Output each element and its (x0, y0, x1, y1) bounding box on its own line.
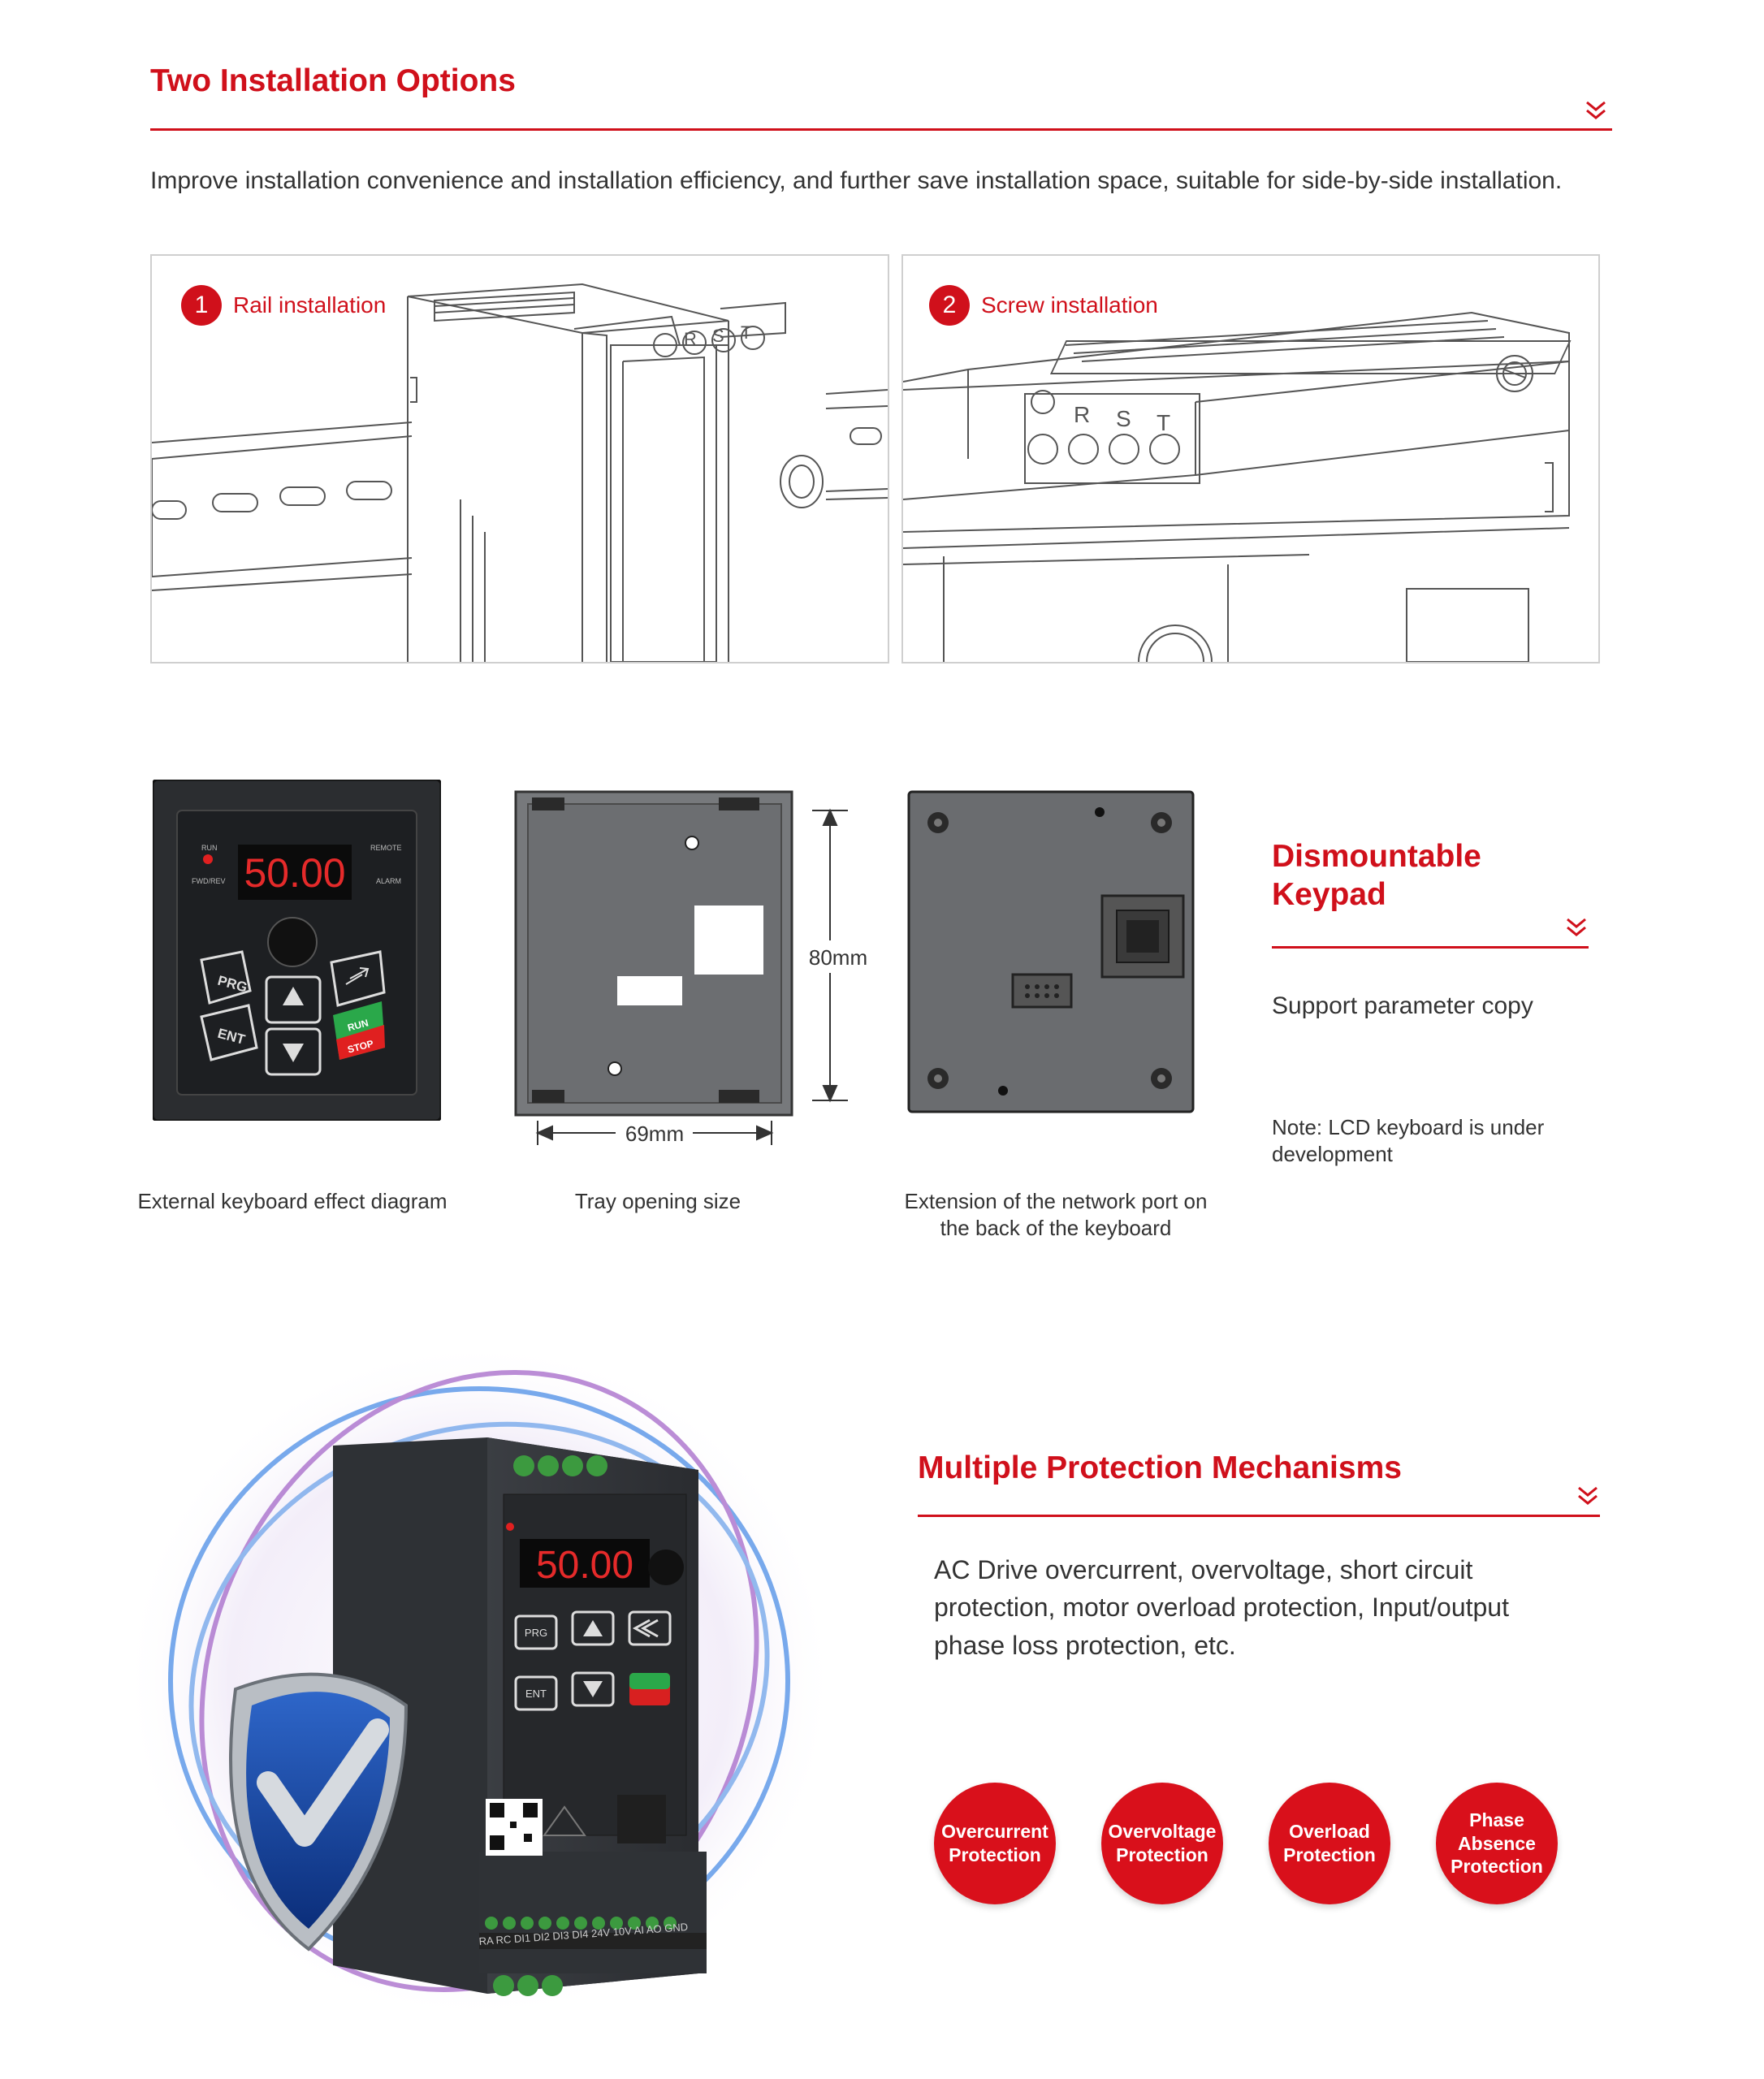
keypad-title: Dismountable Keypad (1272, 838, 1481, 914)
check-shield-icon (257, 1718, 389, 1847)
chevron-down-icon[interactable] (1584, 99, 1608, 123)
keypad-display-value: 50.00 (244, 850, 345, 896)
install-title: Two Installation Options (150, 63, 516, 98)
badge-line: Protection (1116, 1844, 1208, 1865)
badge-line: Protection (1283, 1844, 1376, 1865)
screw-installation-drawing: R S T (903, 311, 1572, 662)
alarm-indicator-label: ALARM (376, 877, 401, 885)
down-button[interactable] (265, 1027, 322, 1076)
terminal-letter-r: R (1074, 402, 1090, 427)
pin-header-icon (1011, 973, 1073, 1009)
caption-external-keyboard: External keyboard effect diagram (137, 1189, 447, 1213)
terminal-letter-s: S (1116, 406, 1131, 431)
caption-network-port: Extension of the network port on the bac… (904, 1189, 1208, 1240)
chevron-down-icon[interactable] (1564, 916, 1589, 940)
screw-installation-label-row: 2 Screw installation (929, 285, 1158, 326)
ent-button[interactable] (200, 1004, 258, 1061)
terminal-letter-r: R (684, 329, 697, 349)
install-intro: Improve installation convenience and ins… (150, 167, 1563, 194)
tray-image: 80mm 69mm (514, 790, 881, 1145)
terminal-letter-t: T (1157, 410, 1170, 435)
dim-width-label: 69mm (625, 1122, 684, 1145)
rail-installation-label-row: 1 Rail installation (181, 285, 386, 326)
keypad-knob-icon[interactable] (267, 917, 318, 967)
keypad-note: Note: LCD keyboard is under development (1272, 1115, 1545, 1166)
fwd-rev-indicator-label: FWD/REV (192, 877, 226, 885)
drive-prg-label: PRG (525, 1627, 547, 1639)
protection-title-rule (918, 1515, 1600, 1517)
badge-line: Overload (1289, 1821, 1370, 1843)
badge-line: Phase (1469, 1809, 1524, 1830)
dim-height-label: 80mm (809, 945, 867, 970)
option-number-badge: 2 (929, 285, 970, 326)
screw-installation-panel: R S T 2 Screw installation (901, 254, 1600, 663)
remote-indicator-label: REMOTE (370, 844, 402, 852)
keypad-title-line2: Keypad (1272, 876, 1386, 912)
badge-line: Protection (949, 1844, 1041, 1865)
drive-protection-image: 50.00 PRG ENT RA RC DI1 DI2 DI3 DI4 24V … (122, 1340, 837, 2022)
badge-line: Protection (1451, 1856, 1543, 1878)
run-led-icon (203, 854, 213, 864)
run-button-label: RUN (346, 1017, 370, 1033)
keypad-back-image (907, 790, 1195, 1113)
keypad-feature: Support parameter copy (1272, 992, 1533, 1019)
up-button[interactable] (265, 975, 322, 1024)
keypad-title-line1: Dismountable (1272, 839, 1481, 874)
drive-display-value: 50.00 (536, 1544, 633, 1587)
protection-description: AC Drive overcurrent, overvoltage, short… (934, 1555, 1509, 1660)
run-indicator-label: RUN (201, 844, 218, 852)
rail-installation-panel: R S T 1 Rail installation (150, 254, 889, 663)
drive-ent-label: ENT (525, 1688, 547, 1700)
shift-arrow-icon (345, 967, 370, 985)
option-label: Screw installation (981, 292, 1158, 318)
protection-title: Multiple Protection Mechanisms (918, 1450, 1402, 1485)
terminal-letter-t: T (741, 322, 751, 343)
badge-line: Absence (1458, 1832, 1536, 1854)
keypad-front-image: 50.00 RUN FWD/REV REMOTE ALARM PRG ENT R… (153, 780, 441, 1121)
badge-line: Overcurrent (941, 1821, 1048, 1843)
option-number-badge: 1 (181, 285, 222, 326)
keypad-title-rule (1272, 946, 1589, 949)
terminal-letter-s: S (712, 326, 724, 346)
prg-button[interactable] (200, 950, 252, 1005)
shift-button[interactable] (330, 950, 386, 1007)
rail-installation-drawing: R S T (152, 283, 888, 662)
badge-line: Overvoltage (1108, 1821, 1217, 1843)
option-label: Rail installation (233, 292, 387, 318)
caption-tray-opening: Tray opening size (574, 1189, 741, 1213)
chevron-down-icon[interactable] (1576, 1485, 1600, 1509)
install-title-rule (150, 128, 1612, 131)
